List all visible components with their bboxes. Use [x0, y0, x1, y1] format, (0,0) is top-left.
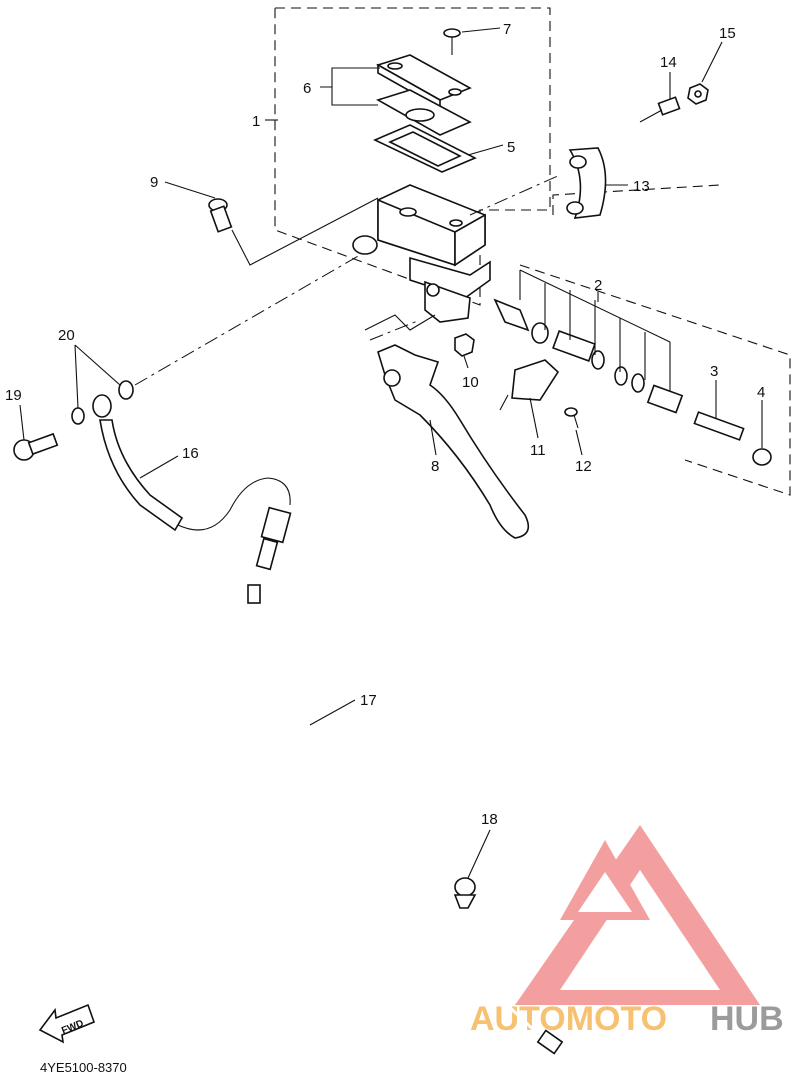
alignment-line-8 — [364, 314, 436, 331]
clutch-switch — [499, 359, 560, 411]
callout-4: 4 — [757, 384, 765, 401]
callout-12: 12 — [575, 458, 592, 475]
assembly-frame-13 — [552, 184, 721, 215]
piston-kit — [493, 269, 684, 414]
callout-1: 1 — [252, 113, 260, 130]
washer-b — [118, 380, 134, 400]
switch-screw — [564, 407, 579, 429]
clutch-pipe — [243, 584, 564, 1055]
callout-8: 8 — [431, 458, 439, 475]
clamp-bolt — [639, 96, 681, 123]
washer-a — [71, 407, 85, 425]
callout-3: 3 — [710, 363, 718, 380]
assembly-frame-2 — [519, 264, 791, 496]
callout-14: 14 — [660, 54, 677, 71]
callout-16: 16 — [182, 445, 199, 462]
watermark-text-auto: AUTOMOTO — [470, 1000, 667, 1038]
callout-5: 5 — [507, 139, 515, 156]
watermark-logo — [515, 825, 760, 1005]
clutch-hose — [92, 394, 292, 571]
callout-13: 13 — [633, 178, 650, 195]
reservoir-plate — [373, 124, 477, 173]
alignment-line-a — [134, 254, 361, 386]
callout-19: 19 — [5, 387, 22, 404]
leader-lines — [19, 27, 763, 879]
boot — [752, 448, 772, 466]
callout-11: 11 — [530, 442, 546, 459]
callout-10: 10 — [462, 374, 479, 391]
union-bolt — [13, 432, 59, 461]
callout-9: 9 — [150, 174, 158, 191]
clamp-nut — [687, 83, 709, 105]
callout-20: 20 — [58, 327, 75, 344]
cap-screw — [443, 28, 461, 55]
push-rod — [693, 411, 745, 441]
alignment-line-9 — [231, 197, 379, 266]
alignment-line-c — [369, 319, 421, 341]
callout-6: 6 — [303, 80, 311, 97]
callout-18: 18 — [481, 811, 498, 828]
callout-2: 2 — [594, 277, 602, 294]
fwd-arrow-icon: FWD — [38, 1003, 96, 1044]
clutch-lever — [377, 344, 530, 539]
pivot-nut — [454, 333, 475, 357]
watermark-text-hub: HUB — [710, 1000, 784, 1038]
reservoir-diaphragm — [375, 89, 472, 136]
pipe-clamp — [453, 877, 477, 909]
callout-15: 15 — [719, 25, 736, 42]
callout-17: 17 — [360, 692, 377, 709]
lever-pivot-bolt — [208, 198, 233, 233]
master-cylinder-body — [352, 184, 491, 323]
handlebar-clamp — [566, 147, 607, 219]
alignment-line-b — [469, 174, 561, 216]
diagram-code: 4YE5100-8370 — [40, 1060, 127, 1075]
callout-7: 7 — [503, 21, 511, 38]
assembly-frame-1 — [274, 7, 551, 306]
